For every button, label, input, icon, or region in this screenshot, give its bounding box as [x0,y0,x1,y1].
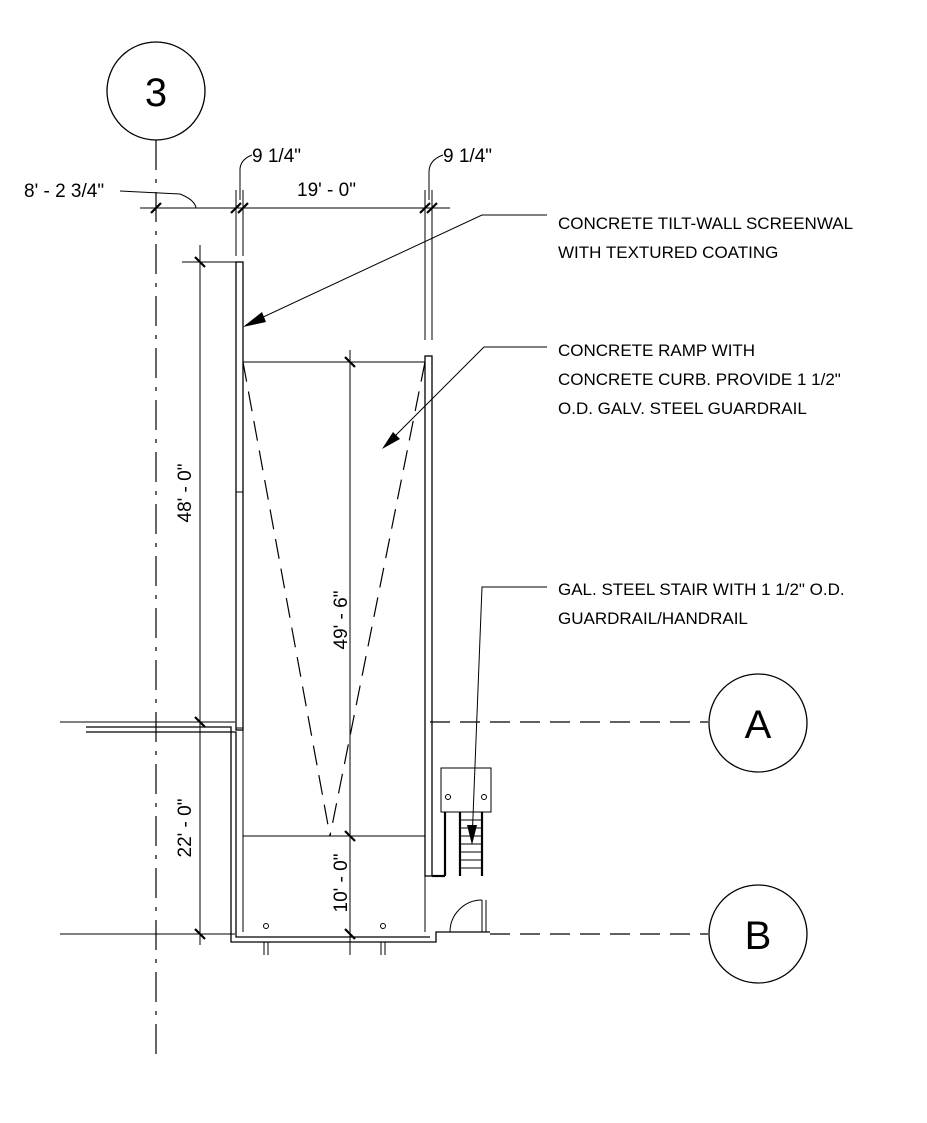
dim-landing-length: 10' - 0" [331,854,352,913]
note-screenwall-line-2: WITH TEXTURED COATING [558,243,778,262]
screenwall-left [235,261,244,731]
note-screenwall-line-1: CONCRETE TILT-WALL SCREENWAL [558,214,853,233]
leader-stair [467,586,547,845]
leader-ramp [382,346,547,449]
building-wall [86,726,490,943]
note-ramp: CONCRETE RAMP WITH CONCRETE CURB. PROVID… [558,341,841,418]
note-stair-line-1: GAL. STEEL STAIR WITH 1 1/2" O.D. [558,580,845,599]
dim-offset-grid-to-wall: 8' - 2 3/4" [24,181,104,202]
bollards [263,923,386,955]
note-ramp-line-1: CONCRETE RAMP WITH [558,341,755,360]
left-dimension-string [182,245,236,945]
ramp-curb-right [424,355,433,877]
dim-wall-thickness-left: 9 1/4" [252,146,301,167]
dim-grid-a-to-b: 22' - 0" [175,799,196,858]
note-stair: GAL. STEEL STAIR WITH 1 1/2" O.D. GUARDR… [558,580,845,628]
note-ramp-line-2: CONCRETE CURB. PROVIDE 1 1/2" [558,370,841,389]
top-dimension-string [119,154,450,340]
ramp [242,361,426,932]
dim-wall-thickness-right: 9 1/4" [443,146,492,167]
note-ramp-line-3: O.D. GALV. STEEL GUARDRAIL [558,399,807,418]
stair [432,767,492,878]
grid-bubble-a: A [708,673,808,773]
dim-wall-length: 48' - 0" [175,464,196,523]
note-stair-line-2: GUARDRAIL/HANDRAIL [558,609,748,628]
door [449,899,487,933]
grid-bubble-b: B [708,884,808,984]
grid-label-b: B [745,914,772,958]
grid-bubble-3: 3 [106,41,206,141]
grid-label-3: 3 [145,71,167,115]
dim-ramp-width: 19' - 0" [297,180,356,201]
grid-label-a: A [745,703,772,747]
dim-ramp-length: 49' - 6" [331,591,352,650]
leader-screenwall [243,214,547,327]
note-screenwall: CONCRETE TILT-WALL SCREENWAL WITH TEXTUR… [558,214,853,262]
